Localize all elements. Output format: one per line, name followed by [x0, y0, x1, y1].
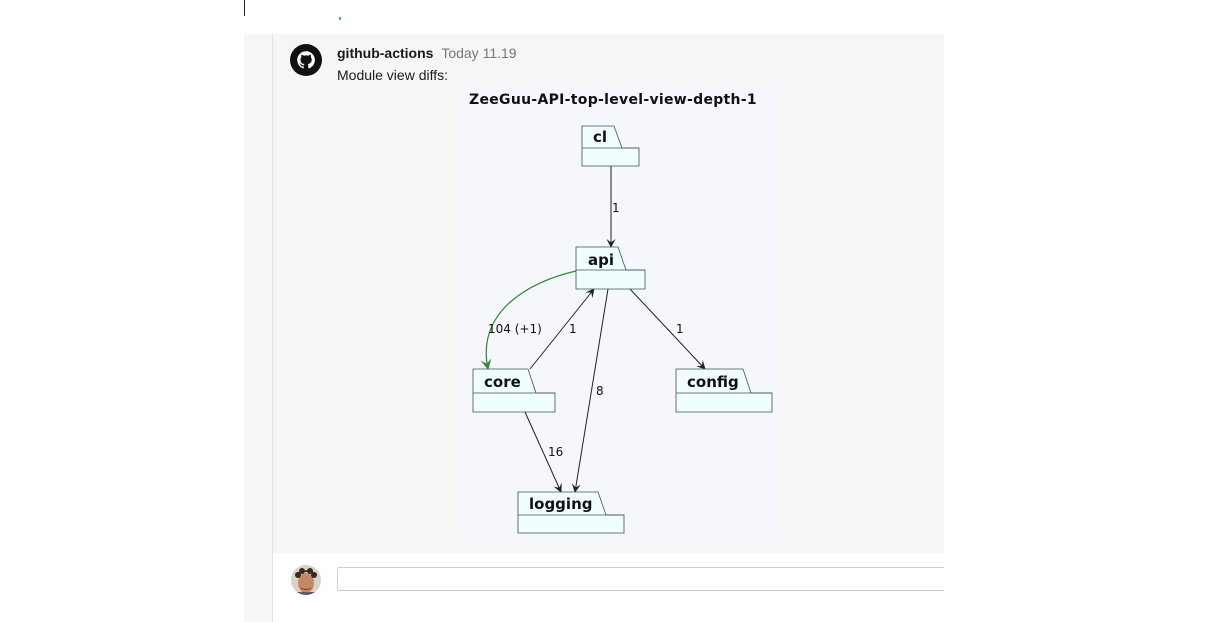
node-label-core: core [484, 373, 521, 391]
edge-api-core-added [480, 270, 577, 371]
diagram-svg: ZeeGuu-API-top-level-view-depth-1 1 104 … [469, 92, 773, 534]
sender-name[interactable]: github-actions [337, 45, 434, 61]
edge-api-logging [571, 288, 609, 493]
edge-core-logging [524, 411, 562, 493]
user-avatar[interactable] [291, 565, 321, 595]
edge-label-api-core: 104 (+1) [488, 322, 542, 336]
message-input[interactable] [337, 567, 944, 591]
edge-label-api-config: 1 [676, 322, 684, 336]
node-logging[interactable]: logging [517, 491, 625, 534]
edge-label-core-logging: 16 [548, 445, 563, 459]
message-header: github-actions Today 11.19 [337, 45, 517, 61]
message-timestamp[interactable]: Today 11.19 [441, 45, 517, 61]
text-cursor [244, 0, 245, 16]
previous-message-marker [339, 17, 341, 20]
left-gutter [244, 34, 273, 622]
node-label-api: api [588, 251, 614, 269]
github-avatar-icon[interactable] [290, 44, 322, 76]
edge-core-api [529, 288, 595, 370]
module-view-diagram[interactable]: ZeeGuu-API-top-level-view-depth-1 1 104 … [458, 84, 780, 540]
node-label-logging: logging [529, 495, 592, 513]
edge-api-config [629, 288, 706, 370]
edge-label-api-logging: 8 [596, 384, 604, 398]
diagram-title: ZeeGuu-API-top-level-view-depth-1 [469, 92, 757, 108]
node-config[interactable]: config [675, 368, 773, 413]
node-cl[interactable]: cl [581, 125, 640, 167]
node-label-cl: cl [593, 128, 607, 146]
node-api[interactable]: api [575, 246, 646, 290]
edge-label-cl-api: 1 [612, 201, 620, 215]
node-core[interactable]: core [472, 368, 556, 413]
message-body: Module view diffs: [337, 67, 449, 83]
node-label-config: config [687, 373, 739, 391]
edge-label-core-api: 1 [569, 322, 577, 336]
